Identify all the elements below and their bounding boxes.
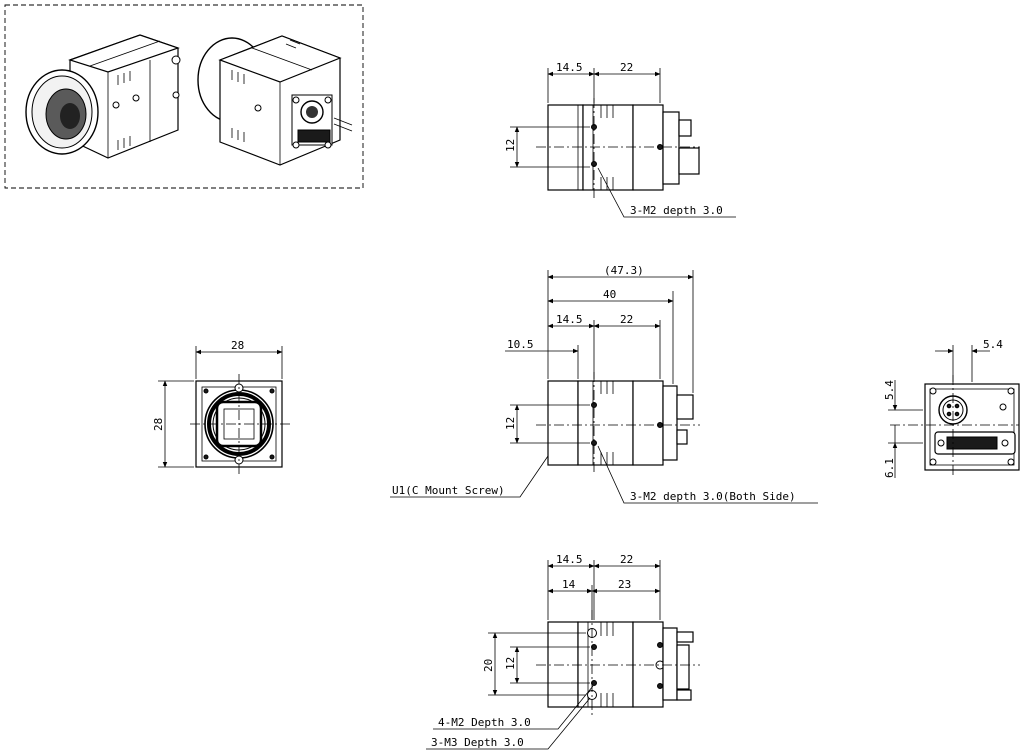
side-view-lens-flange xyxy=(547,380,579,466)
bottom-dim-outer: 20 xyxy=(482,659,495,672)
side-dim-height: 12 xyxy=(504,417,517,430)
top-callout-holes: 3-M2 depth 3.0 xyxy=(630,204,723,217)
bottom-dim-hole-front: 14 xyxy=(562,578,576,591)
bottom-dim-body: 22 xyxy=(620,553,633,566)
side-view: (47.3) 40 14.5 22 10.5 12 U1(C Mount Scr… xyxy=(390,264,818,504)
camera-iso-front xyxy=(25,34,181,159)
bottom-view: 14.5 22 14 23 20 12 4-M2 Depth 3.0 3-M3 … xyxy=(426,553,700,750)
side-dim-length: 40 xyxy=(603,288,616,301)
top-view-lens-flange xyxy=(547,104,584,191)
front-dim-height: 28 xyxy=(152,418,165,431)
side-dim-front: 14.5 xyxy=(556,313,583,326)
side-dim-body: 22 xyxy=(620,313,633,326)
bottom-dim-front: 14.5 xyxy=(556,553,583,566)
side-callout-mount: U1(C Mount Screw) xyxy=(392,484,505,497)
rear-dim-offset-bottom: 6.1 xyxy=(883,458,896,478)
rear-dim-offset-top: 5.4 xyxy=(883,380,896,400)
top-view-body-front xyxy=(582,104,634,191)
top-dim-front: 14.5 xyxy=(556,61,583,74)
bottom-callout-m3: 3-M3 Depth 3.0 xyxy=(431,736,524,749)
front-dim-width: 28 xyxy=(231,339,244,352)
side-dim-overall: (47.3) xyxy=(604,264,644,277)
bottom-callout-m2: 4-M2 Depth 3.0 xyxy=(438,716,531,729)
top-dim-height: 12 xyxy=(504,139,517,152)
bottom-dim-hole-body: 23 xyxy=(618,578,631,591)
preview-frame xyxy=(4,4,364,189)
top-view: 14.5 22 12 3-M2 depth 3.0 xyxy=(504,61,736,218)
front-view: 28 28 xyxy=(152,339,290,476)
camera-iso-rear xyxy=(197,35,353,166)
rear-view: 5.4 5.4 6.1 xyxy=(883,338,1020,478)
side-dim-flange: 10.5 xyxy=(507,338,534,351)
side-view-body-front xyxy=(577,380,634,466)
side-callout-holes: 3-M2 depth 3.0(Both Side) xyxy=(630,490,796,503)
rear-view-outline xyxy=(924,383,1020,471)
rear-dim-offset-x: 5.4 xyxy=(983,338,1003,351)
top-dim-body: 22 xyxy=(620,61,633,74)
isometric-preview xyxy=(4,4,364,189)
bottom-dim-inner: 12 xyxy=(504,657,517,670)
bottom-view-lens-flange xyxy=(547,621,579,708)
